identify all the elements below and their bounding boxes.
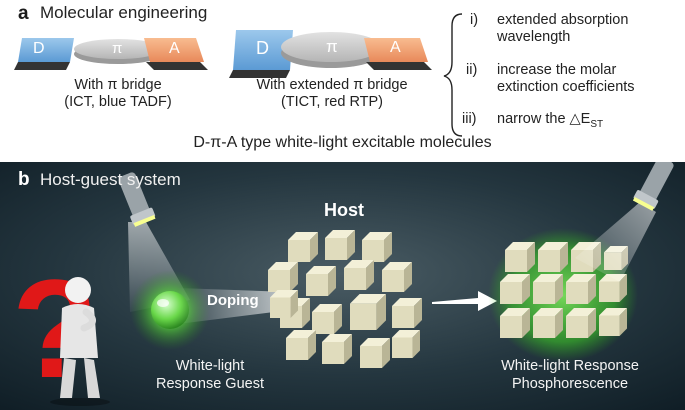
caption-line: White-light Response [501, 358, 639, 374]
effect-text-3: narrow the △EST [497, 111, 603, 133]
effect-number: i) [470, 12, 479, 28]
effect-item-3: iii) [462, 111, 477, 128]
host-guest-scene: ? [0, 162, 685, 410]
acceptor-shadow [146, 62, 208, 70]
short-bridge-caption: With π bridge (ICT, blue TADF) [38, 77, 198, 111]
donor-letter: D [256, 38, 269, 58]
caption-line: White-light [175, 358, 245, 374]
effect-text-2: increase the molar extinction coefficien… [497, 62, 635, 96]
effect-text-1: extended absorption wavelength [497, 12, 628, 46]
donor-letter: D [33, 40, 45, 57]
doping-cube [270, 290, 298, 318]
flashlight-left-icon [118, 172, 156, 227]
caption-line: Phosphorescence [511, 376, 629, 392]
curly-brace [443, 13, 463, 137]
effect-number: ii) [466, 62, 478, 78]
effect-line: extended absorption [497, 12, 629, 28]
summary-text: D-π-A type white-light excitable molecul… [193, 134, 492, 151]
flashlight-right-icon [632, 162, 674, 211]
molecule-diagrams [14, 13, 463, 137]
donor-block [233, 30, 293, 70]
effect-line: wavelength [497, 29, 571, 45]
panel-b: ? [0, 162, 685, 410]
panel-b-title: Host-guest system [40, 170, 181, 189]
effect-line: extinction coefficients [497, 79, 635, 95]
donor-shadow [14, 62, 70, 70]
acceptor-letter: A [390, 39, 401, 56]
acceptor-block [144, 38, 204, 62]
effect-item-2: ii) [466, 62, 477, 79]
panel-a-label: a [18, 3, 29, 24]
panel-b-label: b [18, 169, 30, 190]
caption-line: (TICT, red RTP) [280, 94, 384, 110]
effect-number: iii) [462, 111, 477, 127]
acceptor-block [364, 38, 428, 62]
guest-caption: White-light Response Guest [140, 357, 280, 393]
bridge-letter: π [112, 40, 123, 57]
effect-item-1: i) [470, 12, 478, 29]
bridge-disc [281, 32, 381, 62]
doping-streak [178, 288, 290, 324]
panel-a-title: Molecular engineering [40, 3, 208, 22]
extended-bridge-caption: With extended π bridge (TICT, red RTP) [242, 77, 422, 111]
phosphorescence-caption: White-light Response Phosphorescence [480, 357, 660, 393]
acceptor-letter: A [169, 40, 180, 57]
short-bridge-molecule [14, 38, 208, 70]
panel-a: a Molecular engineering [0, 0, 685, 162]
effect-subscript: ST [590, 118, 604, 130]
doping-label: Doping [207, 292, 259, 309]
extended-bridge-molecule [229, 30, 432, 78]
donor-shadow [229, 70, 290, 78]
arrow-right-icon [432, 291, 497, 311]
acceptor-shadow [366, 62, 432, 70]
donor-block [18, 38, 74, 62]
thinking-figure-icon [50, 277, 110, 406]
bridge-letter: π [326, 37, 338, 56]
host-label: Host [324, 200, 364, 220]
light-beam [575, 202, 656, 282]
caption-line: (ICT, blue TADF) [64, 94, 172, 110]
caption-line: With π bridge [74, 77, 162, 93]
caption-line: Response Guest [155, 376, 264, 392]
caption-line: With extended π bridge [256, 77, 408, 93]
bridge-disc [74, 39, 162, 59]
effect-line: increase the molar [497, 62, 617, 78]
effect-line: narrow the △E [497, 111, 591, 127]
